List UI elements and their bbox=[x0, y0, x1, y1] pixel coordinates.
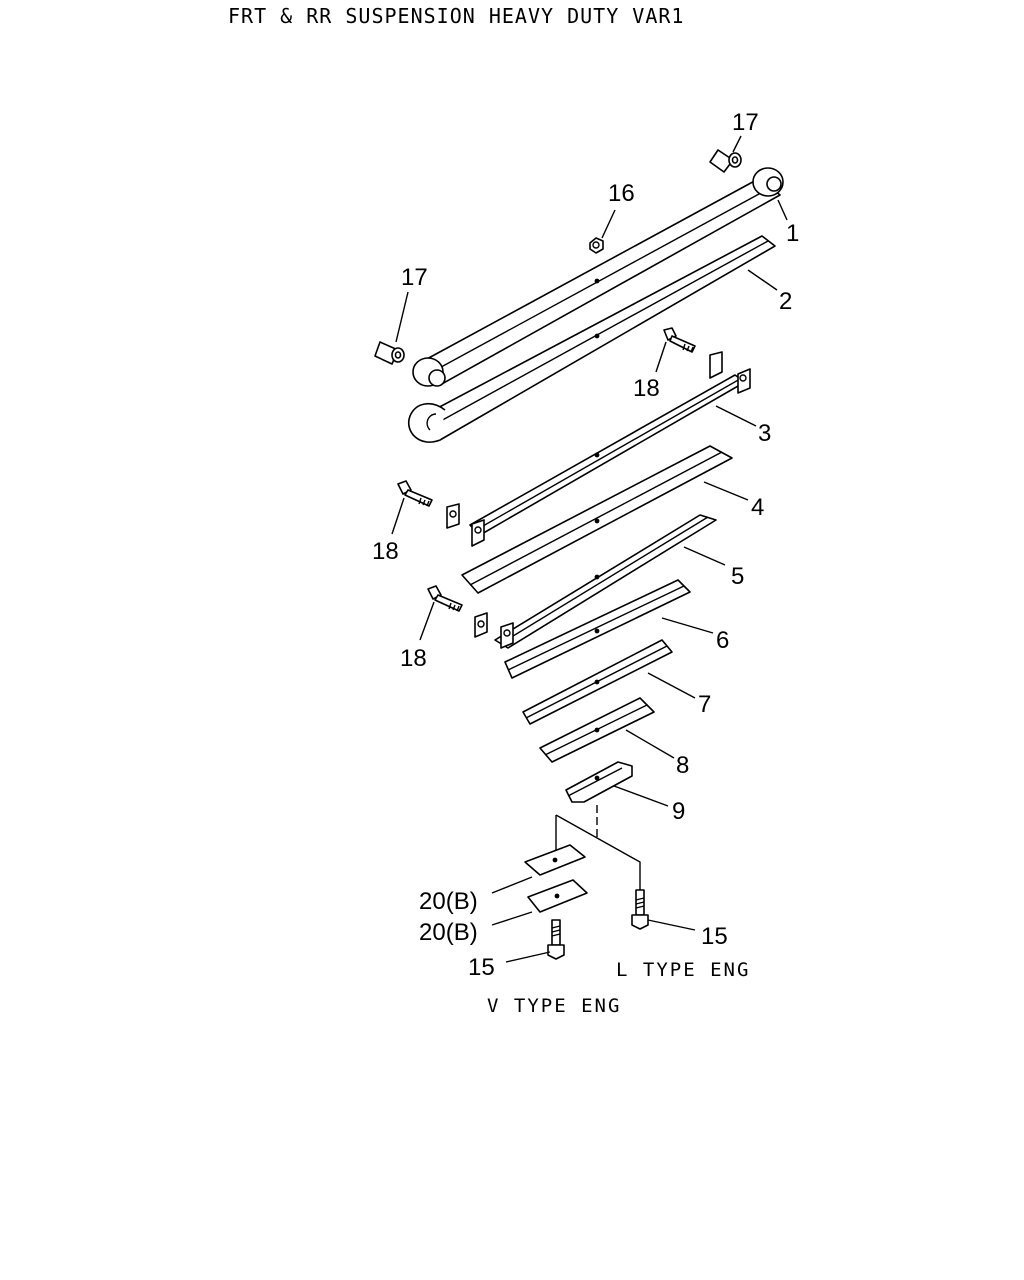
callout-6: 6 bbox=[716, 627, 729, 654]
callout-18-lower: 18 bbox=[400, 645, 427, 672]
part-18-bolt-middle bbox=[397, 480, 433, 507]
callout-9: 9 bbox=[672, 798, 685, 825]
part-7-leaf bbox=[522, 639, 673, 725]
page-title: FRT & RR SUSPENSION HEAVY DUTY VAR1 bbox=[228, 4, 685, 28]
callout-15-v-type: 15 bbox=[468, 954, 495, 981]
caption-v-type-eng: V TYPE ENG bbox=[487, 995, 621, 1017]
part-3-clip-leaf bbox=[446, 351, 751, 547]
part-4-leaf bbox=[461, 445, 733, 594]
callout-16: 16 bbox=[608, 180, 635, 207]
part-1-main-leaf bbox=[412, 167, 784, 387]
part-15-bolt-l-type bbox=[631, 889, 649, 930]
part-16-nut bbox=[589, 237, 604, 254]
part-8-leaf bbox=[539, 697, 655, 763]
callout-labels: 17 1 16 2 17 18 3 4 18 5 6 18 7 8 9 20(B… bbox=[372, 109, 799, 981]
leader-lines bbox=[391, 135, 788, 963]
callout-17-top: 17 bbox=[732, 109, 759, 136]
part-2-second-leaf bbox=[407, 235, 776, 443]
callout-7: 7 bbox=[698, 691, 711, 718]
callout-18-middle: 18 bbox=[372, 538, 399, 565]
part-5-clip-leaf bbox=[474, 514, 717, 649]
assembly-lines bbox=[555, 805, 641, 890]
part-9-spacer bbox=[565, 761, 633, 803]
callout-1: 1 bbox=[786, 220, 799, 247]
callout-20b-lower: 20(B) bbox=[419, 919, 478, 946]
part-15-bolt-v-type bbox=[547, 919, 565, 960]
part-18-bolt-lower bbox=[427, 585, 463, 612]
callout-15-l-type: 15 bbox=[701, 923, 728, 950]
part-17-bushing-left bbox=[374, 341, 405, 365]
caption-l-type-eng: L TYPE ENG bbox=[616, 959, 750, 981]
part-6-leaf bbox=[504, 579, 691, 679]
callout-3: 3 bbox=[758, 420, 771, 447]
part-20b-shim-lower bbox=[527, 879, 588, 913]
callout-5: 5 bbox=[731, 563, 744, 590]
callout-18-upper: 18 bbox=[633, 375, 660, 402]
callout-20b-upper: 20(B) bbox=[419, 888, 478, 915]
part-18-bolt-upper bbox=[663, 327, 696, 353]
callout-4: 4 bbox=[751, 494, 764, 521]
callout-2: 2 bbox=[779, 288, 792, 315]
part-17-bushing-top bbox=[709, 149, 742, 173]
callout-8: 8 bbox=[676, 752, 689, 779]
callout-17-left: 17 bbox=[401, 264, 428, 291]
part-20b-shim-upper bbox=[524, 844, 586, 876]
